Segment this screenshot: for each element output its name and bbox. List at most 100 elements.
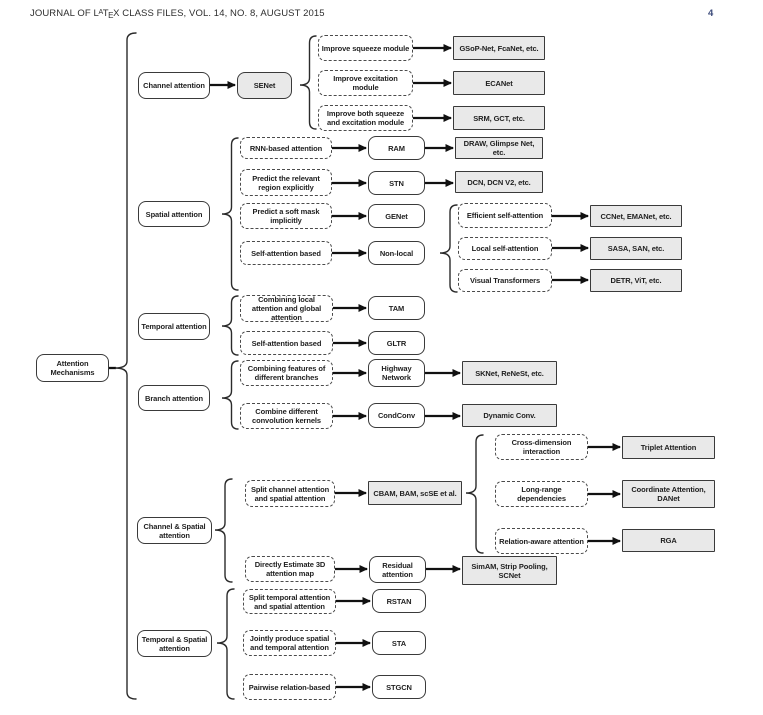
node-temporal-attention: Temporal attention bbox=[138, 313, 210, 340]
dashed-jointly-produce-label: Jointly produce spatial and temporal att… bbox=[249, 634, 330, 652]
dashed-self-attention-spatial-label: Self-attention based bbox=[251, 248, 321, 258]
node-highway-network: Highway Network bbox=[368, 359, 425, 387]
dashed-split-temporal-spatial-label: Split temporal attention and spatial att… bbox=[248, 592, 331, 611]
node-ram-label: RAM bbox=[388, 143, 405, 153]
node-residual-attention: Residual attention bbox=[369, 556, 426, 583]
node-channel-spatial-attention-label: Channel & Spatial attention bbox=[143, 521, 206, 540]
node-genet: GENet bbox=[368, 204, 425, 228]
leaf-rga-label: RGA bbox=[660, 536, 677, 545]
leaf-ccnet-label: CCNet, EMANet, etc. bbox=[600, 211, 672, 221]
journal-header-suffix: X CLASS FILES, VOL. 14, NO. 8, AUGUST 20… bbox=[113, 8, 325, 19]
dashed-predict-relevant-label: Predict the relevant region explicitly bbox=[252, 173, 320, 192]
node-channel-spatial-attention: Channel & Spatial attention bbox=[137, 517, 212, 544]
brace-temporal-children bbox=[221, 295, 239, 356]
leaf-rga: RGA bbox=[622, 529, 715, 552]
dashed-local-self-attention-label: Local self-attention bbox=[471, 244, 539, 253]
leaf-sknet-label: SKNet, ReNeSt, etc. bbox=[475, 368, 544, 378]
leaf-gsop: GSoP-Net, FcaNet, etc. bbox=[453, 36, 545, 60]
dashed-predict-relevant: Predict the relevant region explicitly bbox=[240, 169, 332, 196]
dashed-cross-dimension: Cross-dimension interaction bbox=[495, 434, 588, 460]
dashed-improve-both: Improve both squeeze and excitation modu… bbox=[318, 105, 413, 131]
brace-temporal-spatial-children bbox=[216, 588, 235, 700]
dashed-directly-estimate-label: Directly Estimate 3D attention map bbox=[254, 560, 326, 578]
dashed-improve-both-label: Improve both squeeze and excitation modu… bbox=[326, 109, 405, 127]
dashed-improve-squeeze-label: Improve squeeze module bbox=[321, 43, 410, 53]
node-stgcn-label: STGCN bbox=[386, 682, 412, 692]
dashed-improve-squeeze: Improve squeeze module bbox=[318, 35, 413, 61]
dashed-split-temporal-spatial: Split temporal attention and spatial att… bbox=[243, 589, 336, 614]
node-genet-label: GENet bbox=[385, 211, 408, 221]
leaf-simam: SimAM, Strip Pooling, SCNet bbox=[462, 556, 557, 585]
node-highway-network-label: Highway Network bbox=[381, 364, 412, 382]
dashed-self-attention-temporal-label: Self-attention based bbox=[251, 338, 322, 348]
leaf-coordinate: Coordinate Attention, DANet bbox=[622, 480, 715, 508]
node-rstan-label: RSTAN bbox=[386, 596, 412, 606]
dashed-long-range-label: Long-range dependencies bbox=[517, 485, 566, 503]
leaf-draw-label: DRAW, Glimpse Net, etc. bbox=[463, 139, 535, 157]
leaf-dynamic-conv: Dynamic Conv. bbox=[462, 404, 557, 427]
leaf-srm: SRM, GCT, etc. bbox=[453, 106, 545, 130]
leaf-sasa-label: SASA, SAN, etc. bbox=[607, 244, 665, 253]
node-cbam-label: CBAM, BAM, scSE et al. bbox=[373, 488, 457, 498]
dashed-rnn-based: RNN-based attention bbox=[240, 137, 332, 159]
brace-senet-children bbox=[299, 35, 317, 130]
dashed-combine-kernels-label: Combine different convolution kernels bbox=[252, 407, 321, 425]
node-cbam: CBAM, BAM, scSE et al. bbox=[368, 481, 462, 505]
dashed-relation-aware: Relation-aware attention bbox=[495, 528, 588, 554]
dashed-pairwise-relation-label: Pairwise relation-based bbox=[248, 682, 331, 692]
leaf-dynamic-conv-label: Dynamic Conv. bbox=[483, 411, 536, 420]
leaf-coordinate-label: Coordinate Attention, DANet bbox=[631, 485, 706, 503]
node-residual-attention-label: Residual attention bbox=[382, 560, 413, 579]
node-non-local: Non-local bbox=[368, 241, 425, 265]
leaf-dcn-label: DCN, DCN V2, etc. bbox=[467, 177, 531, 187]
node-non-local-label: Non-local bbox=[379, 248, 414, 258]
node-sta-label: STA bbox=[391, 638, 407, 648]
node-temporal-attention-label: Temporal attention bbox=[141, 322, 207, 331]
leaf-triplet-label: Triplet Attention bbox=[640, 443, 697, 452]
node-temporal-spatial-attention: Temporal & Spatial attention bbox=[137, 630, 212, 657]
dashed-predict-soft-mask-label: Predict a soft mask implicitly bbox=[252, 207, 320, 225]
node-gltr: GLTR bbox=[368, 331, 425, 355]
journal-header-prefix: JOURNAL OF L bbox=[30, 8, 99, 19]
brace-spatial-children bbox=[221, 137, 239, 291]
page-number: 4 bbox=[708, 8, 714, 19]
brace-root bbox=[114, 32, 137, 700]
node-stgcn: STGCN bbox=[372, 675, 426, 699]
dashed-efficient-self-attention-label: Efficient self-attention bbox=[466, 211, 544, 220]
node-rstan: RSTAN bbox=[372, 589, 426, 613]
node-gltr-label: GLTR bbox=[386, 338, 407, 348]
leaf-draw: DRAW, Glimpse Net, etc. bbox=[455, 137, 543, 159]
brace-branch-children bbox=[221, 360, 239, 430]
node-senet-label: SENet bbox=[253, 81, 276, 90]
node-senet: SENet bbox=[237, 72, 292, 99]
journal-header: JOURNAL OF LATEX CLASS FILES, VOL. 14, N… bbox=[30, 8, 325, 20]
leaf-gsop-label: GSoP-Net, FcaNet, etc. bbox=[459, 43, 539, 53]
leaf-ecanet: ECANet bbox=[453, 71, 545, 95]
node-temporal-spatial-attention-label: Temporal & Spatial attention bbox=[141, 634, 208, 653]
node-spatial-attention-label: Spatial attention bbox=[145, 209, 203, 219]
dashed-split-channel-spatial-label: Split channel attention and spatial atte… bbox=[250, 484, 330, 503]
node-branch-attention-label: Branch attention bbox=[145, 393, 203, 403]
dashed-combining-features-label: Combining features of different branches bbox=[247, 364, 326, 382]
node-attention-mechanisms-label: Attention Mechanisms bbox=[50, 359, 95, 377]
leaf-ecanet-label: ECANet bbox=[485, 78, 513, 88]
node-tam: TAM bbox=[368, 296, 425, 320]
dashed-self-attention-temporal: Self-attention based bbox=[240, 331, 333, 355]
dashed-cross-dimension-label: Cross-dimension interaction bbox=[511, 438, 572, 456]
node-channel-attention-label: Channel attention bbox=[143, 81, 205, 90]
leaf-detr: DETR, ViT, etc. bbox=[590, 269, 682, 292]
dashed-visual-transformers-label: Visual Transformers bbox=[469, 276, 541, 285]
node-attention-mechanisms: Attention Mechanisms bbox=[36, 354, 109, 382]
dashed-self-attention-spatial: Self-attention based bbox=[240, 241, 332, 265]
brace-cbam-children bbox=[465, 434, 484, 554]
node-spatial-attention: Spatial attention bbox=[138, 201, 210, 227]
dashed-combining-local-global-label: Combining local attention and global att… bbox=[251, 295, 322, 322]
dashed-local-self-attention: Local self-attention bbox=[458, 237, 552, 260]
dashed-improve-excitation: Improve excitation module bbox=[318, 70, 413, 96]
dashed-combining-local-global: Combining local attention and global att… bbox=[240, 295, 333, 322]
leaf-sasa: SASA, SAN, etc. bbox=[590, 237, 682, 260]
node-sta: STA bbox=[372, 631, 426, 655]
dashed-long-range: Long-range dependencies bbox=[495, 481, 588, 507]
leaf-triplet: Triplet Attention bbox=[622, 436, 715, 459]
